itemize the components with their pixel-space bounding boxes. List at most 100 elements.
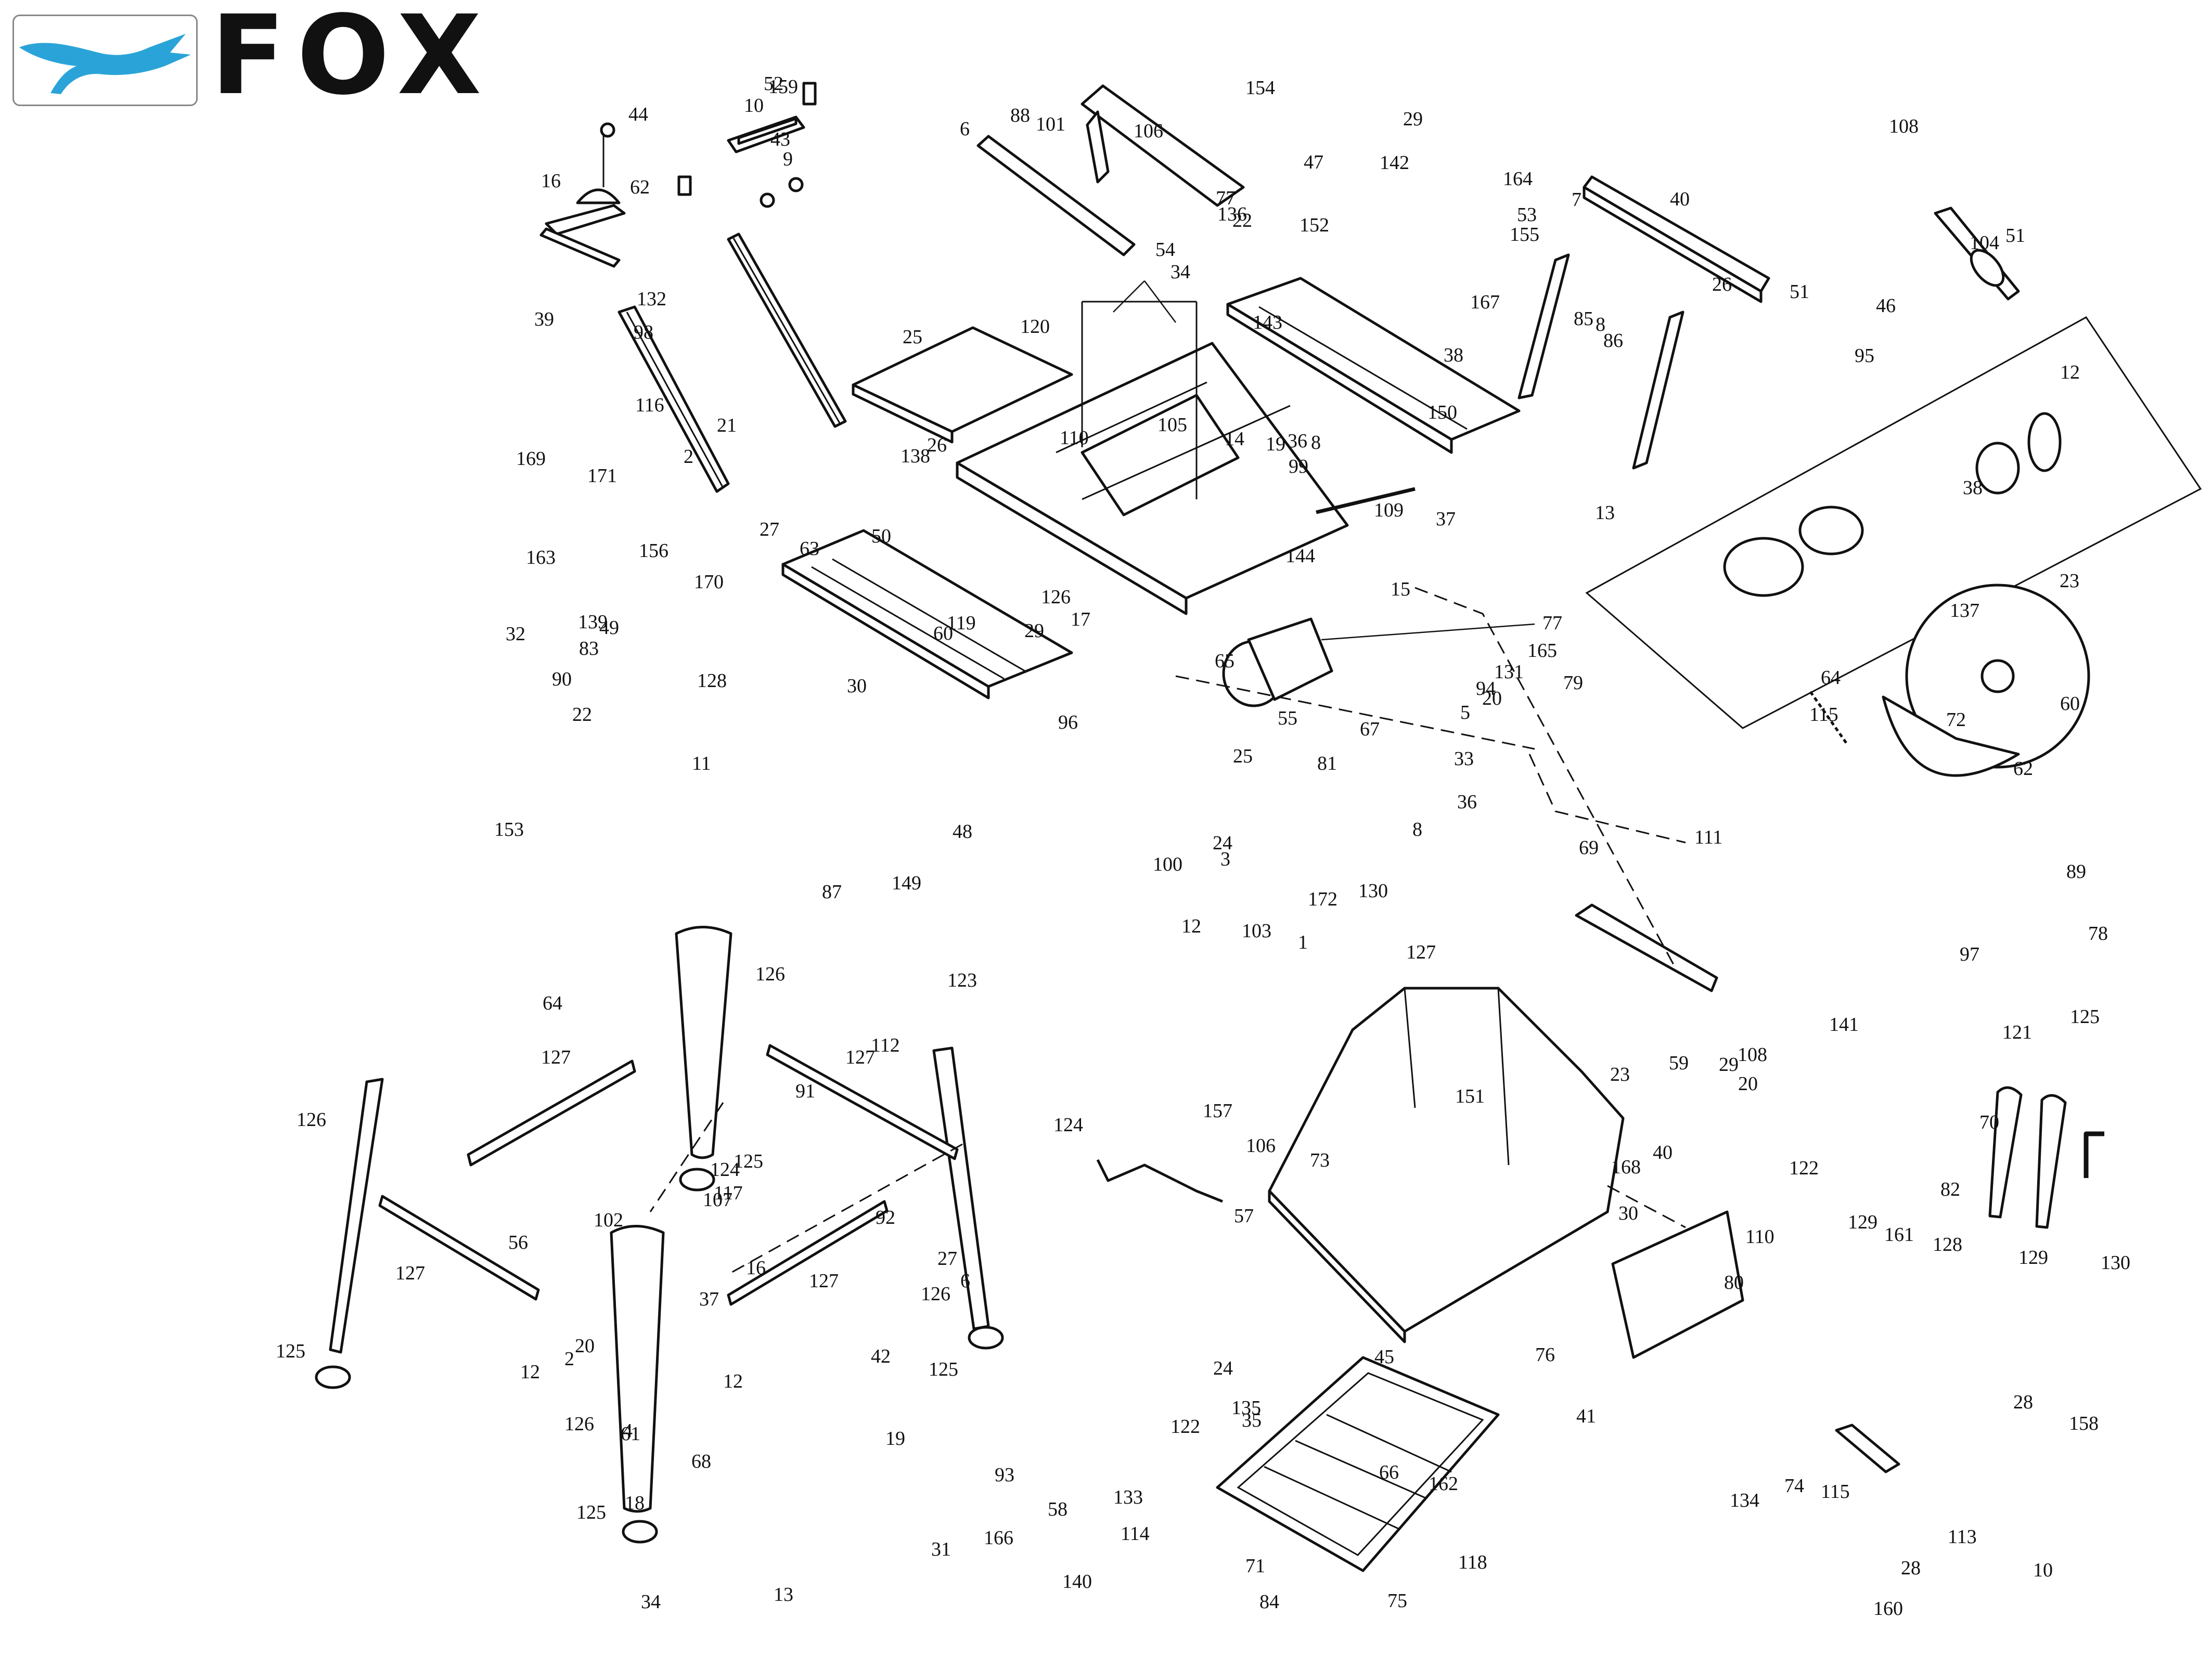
part-stand-leg-back: 126 xyxy=(675,926,785,1159)
label-125-d: 125 xyxy=(576,1502,606,1523)
callout-125: 112 xyxy=(871,1034,900,1056)
callout-60: 47 xyxy=(1304,151,1323,173)
callout-101: 88 xyxy=(1010,105,1030,126)
callout-178: 169 xyxy=(516,448,546,470)
callout-176: 167 xyxy=(1470,291,1500,313)
callout-153: 140 xyxy=(1062,1571,1092,1593)
label-36: 36 xyxy=(1288,430,1307,452)
callout-4: 5 xyxy=(1460,702,1470,723)
part-stand-brace-1: 127 xyxy=(467,1046,636,1167)
callout-61: 48 xyxy=(953,821,972,843)
callout-77: 64 xyxy=(543,992,562,1014)
callout-49: 36 xyxy=(1457,791,1477,813)
callout-139: 126 xyxy=(1041,586,1071,608)
callout-90: 77 xyxy=(1216,187,1236,209)
callout-30: 23 xyxy=(2060,570,2079,592)
callout-141: 128 xyxy=(697,670,727,692)
part-miter-gauge: 16 xyxy=(539,122,626,268)
callout-107: 94 xyxy=(1476,678,1496,700)
callout-164: 155 xyxy=(1510,224,1539,245)
callout-114: 101 xyxy=(1036,113,1065,135)
callout-16: 13 xyxy=(774,1584,793,1606)
callout-179: 170 xyxy=(694,571,724,593)
part-left-leg-2 xyxy=(727,232,847,428)
callout-138: 125 xyxy=(2070,1006,2100,1028)
part-table-left-ext: 27 xyxy=(760,519,1073,700)
callout-1: 2 xyxy=(684,446,693,468)
callout-63: 50 xyxy=(871,525,891,547)
label-127-c: 127 xyxy=(395,1262,425,1284)
label-77: 77 xyxy=(1542,612,1562,634)
callout-132: 119 xyxy=(947,612,976,634)
part-rip-fence: 10 xyxy=(677,82,817,208)
callout-106: 93 xyxy=(995,1464,1014,1486)
callout-18: 15 xyxy=(1391,578,1410,600)
label-127-b: 127 xyxy=(845,1046,875,1068)
callout-159: 150 xyxy=(1427,402,1457,423)
label-115: 115 xyxy=(1821,1481,1850,1503)
callout-145: 132 xyxy=(637,288,666,310)
callout-112: 99 xyxy=(1289,456,1308,477)
callout-50: 37 xyxy=(699,1288,719,1310)
callout-28: 22 xyxy=(572,704,592,726)
callout-142: 129 xyxy=(1848,1211,1877,1233)
callout-134: 121 xyxy=(2002,1021,2032,1043)
label-125-c: 125 xyxy=(929,1359,958,1380)
part-cabinet: 106 xyxy=(1246,987,1625,1343)
callout-177: 168 xyxy=(1611,1156,1641,1178)
callout-79: 66 xyxy=(1379,1461,1399,1483)
label-110: 110 xyxy=(1745,1226,1774,1248)
callout-168: 159 xyxy=(768,76,798,98)
callout-59: 46 xyxy=(1876,295,1896,317)
callout-109: 96 xyxy=(1058,711,1078,733)
label-20-a: 20 xyxy=(575,1335,595,1357)
part-stand-brace-2: 127 xyxy=(766,1044,959,1160)
callout-68: 55 xyxy=(1278,707,1297,729)
callout-62: 49 xyxy=(599,617,619,639)
callout-67: 54 xyxy=(1155,239,1175,261)
label-62: 62 xyxy=(2013,758,2033,780)
callout-81: 68 xyxy=(691,1451,711,1472)
callout-15: 13 xyxy=(1595,502,1615,524)
callout-41: 29 xyxy=(1024,620,1044,642)
callout-3: 4 xyxy=(623,1420,633,1442)
label-124: 124 xyxy=(1053,1114,1083,1136)
callout-42: 30 xyxy=(847,675,867,697)
callout-80: 67 xyxy=(1360,718,1380,740)
callout-167: 158 xyxy=(2069,1413,2099,1434)
label-126-a: 126 xyxy=(755,963,785,985)
label-127-a: 127 xyxy=(541,1046,571,1068)
label-122: 122 xyxy=(1171,1416,1200,1438)
label-127-d: 127 xyxy=(809,1270,839,1292)
callout-92: 79 xyxy=(1563,672,1583,694)
label-126-c: 126 xyxy=(921,1283,950,1305)
label-129: 129 xyxy=(2018,1247,2048,1269)
fox-logo-icon xyxy=(12,15,198,106)
callout-23: 19 xyxy=(1266,433,1285,455)
callout-69: 56 xyxy=(508,1232,528,1253)
callout-137: 124 xyxy=(710,1159,740,1181)
callout-54: 41 xyxy=(1576,1405,1596,1427)
callout-9: 8 xyxy=(1412,819,1422,840)
callout-174: 165 xyxy=(1527,640,1557,662)
brand-logo: FOX xyxy=(5,1,520,110)
label-51: 51 xyxy=(2005,225,2025,247)
part-blade-guard: 62 xyxy=(1882,695,2033,780)
part-wrench-1: 128 xyxy=(1933,1086,2023,1256)
label-12-b: 12 xyxy=(723,1370,743,1392)
callout-110: 97 xyxy=(1960,943,1979,965)
brand-name: FOX xyxy=(211,0,493,119)
part-stand-brace-3: 127 xyxy=(378,1195,540,1301)
callout-84: 71 xyxy=(1245,1555,1265,1577)
callout-8: 8 xyxy=(1596,314,1605,335)
part-stand-leg-right: 126 xyxy=(921,1046,990,1330)
callout-99: 86 xyxy=(1603,330,1623,352)
callout-37: 28 xyxy=(1901,1557,1921,1579)
callout-146: 133 xyxy=(1113,1486,1143,1508)
callout-70: 57 xyxy=(1234,1205,1254,1227)
callout-127: 114 xyxy=(1121,1523,1150,1545)
callout-123: 110 xyxy=(1060,427,1089,449)
callout-93: 80 xyxy=(1724,1272,1744,1293)
part-stand-leg-front: 126 xyxy=(564,1225,665,1513)
callout-103: 90 xyxy=(552,668,572,690)
